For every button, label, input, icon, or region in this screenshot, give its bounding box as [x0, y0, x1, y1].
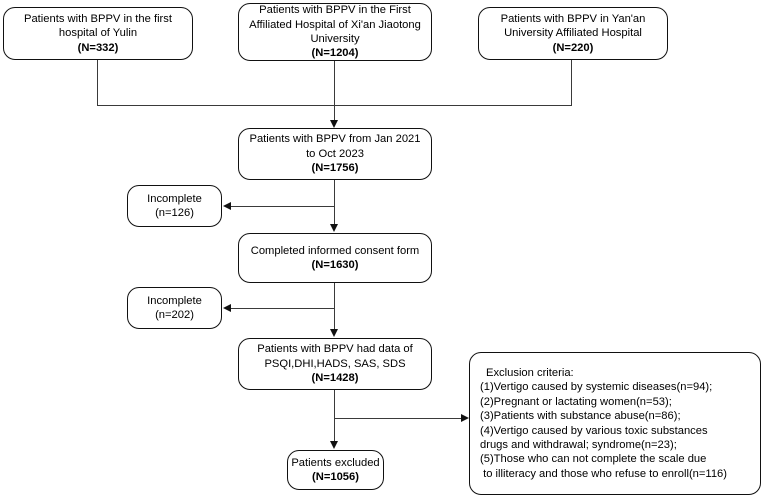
arrow-merge-to-pooled	[330, 120, 338, 128]
consent-line1: Completed informed consent form	[250, 244, 420, 257]
connector-pooled-down	[334, 180, 336, 225]
exclusion-item-2: (2)Pregnant or lactating women(n=53);	[480, 395, 672, 408]
source-yulin-line2: hospital of Yulin	[58, 27, 138, 40]
arrow-to-incomplete-202	[223, 304, 231, 312]
connector-scales-down	[334, 390, 336, 442]
exclusion-heading: Exclusion criteria:	[486, 366, 574, 379]
source-yulin-count: (N=332)	[77, 41, 119, 54]
node-patients-excluded: Patients excluded (N=1056)	[287, 450, 384, 490]
exclusion-item-5: (5)Those who can not complete the scale …	[480, 453, 707, 466]
exclusion-item-5-cont: to illiteracy and those who refuse to en…	[480, 467, 727, 480]
node-source-yanan: Patients with BPPV in Yan'an University …	[478, 7, 668, 60]
source-xian-line1: Patients with BPPV in the First	[259, 4, 411, 17]
exclusion-item-1: (1)Vertigo caused by systemic diseases(n…	[480, 381, 713, 394]
node-pooled-cohort: Patients with BPPV from Jan 2021 to Oct …	[238, 128, 432, 180]
arrow-scales-to-excluded	[330, 441, 338, 449]
arrow-pooled-to-consent	[330, 224, 338, 232]
exclusion-item-4: (4)Vertigo caused by various toxic subst…	[480, 424, 708, 437]
exclusion-item-4-cont: drugs and withdrawal; syndrome(n=23);	[480, 438, 677, 451]
node-exclusion-criteria: Exclusion criteria: (1)Vertigo caused by…	[469, 352, 761, 495]
node-incomplete-scales: Incomplete (n=202)	[127, 287, 222, 329]
connector-yanan-drop	[571, 60, 573, 106]
source-xian-line2: Affiliated Hospital of Xi'an Jiaotong	[249, 18, 421, 31]
source-xian-count: (N=1204)	[311, 47, 359, 60]
consent-count: (N=1630)	[311, 259, 359, 271]
connector-yulin-drop	[97, 60, 99, 106]
patients-excluded-count: (N=1056)	[312, 471, 359, 483]
node-source-xian-jiaotong: Patients with BPPV in the First Affiliat…	[238, 3, 432, 61]
node-incomplete-consent: Incomplete (n=126)	[127, 185, 222, 227]
scales-line2: PSQI,DHI,HADS, SAS, SDS	[264, 357, 406, 370]
source-yanan-line2: University Affiliated Hospital	[504, 27, 642, 40]
node-consent-form: Completed informed consent form (N=1630)	[238, 233, 432, 283]
patients-excluded-line1: Patients excluded	[291, 456, 380, 469]
connector-branch-incomplete-126	[231, 206, 335, 208]
exclusion-item-3: (3)Patients with substance abuse(n=86);	[480, 410, 681, 423]
connector-branch-incomplete-202	[231, 308, 335, 310]
scales-count: (N=1428)	[311, 372, 359, 385]
source-yanan-line1: Patients with BPPV in Yan'an	[500, 12, 646, 25]
arrow-to-incomplete-126	[223, 202, 231, 210]
connector-merge-trunk	[334, 61, 336, 122]
pooled-count: (N=1756)	[311, 162, 359, 175]
node-source-yulin: Patients with BPPV in the first hospital…	[3, 7, 193, 60]
source-yulin-line1: Patients with BPPV in the first	[24, 12, 172, 25]
source-xian-line3: University	[310, 33, 360, 45]
connector-consent-down	[334, 283, 336, 330]
incomplete-consent-count: (n=126)	[155, 207, 194, 219]
incomplete-scales-count: (n=202)	[155, 309, 194, 321]
arrow-consent-to-scales	[330, 329, 338, 337]
pooled-line2: to Oct 2023	[306, 147, 364, 160]
source-yanan-count: (N=220)	[552, 41, 594, 54]
pooled-line1: Patients with BPPV from Jan 2021	[249, 133, 421, 146]
incomplete-consent-label: Incomplete	[147, 192, 202, 205]
incomplete-scales-label: Incomplete	[147, 294, 202, 307]
scales-line1: Patients with BPPV had data of	[257, 343, 413, 356]
node-scale-data: Patients with BPPV had data of PSQI,DHI,…	[238, 338, 432, 390]
connector-branch-exclusion	[334, 418, 462, 420]
arrow-to-exclusion-criteria	[461, 414, 469, 422]
